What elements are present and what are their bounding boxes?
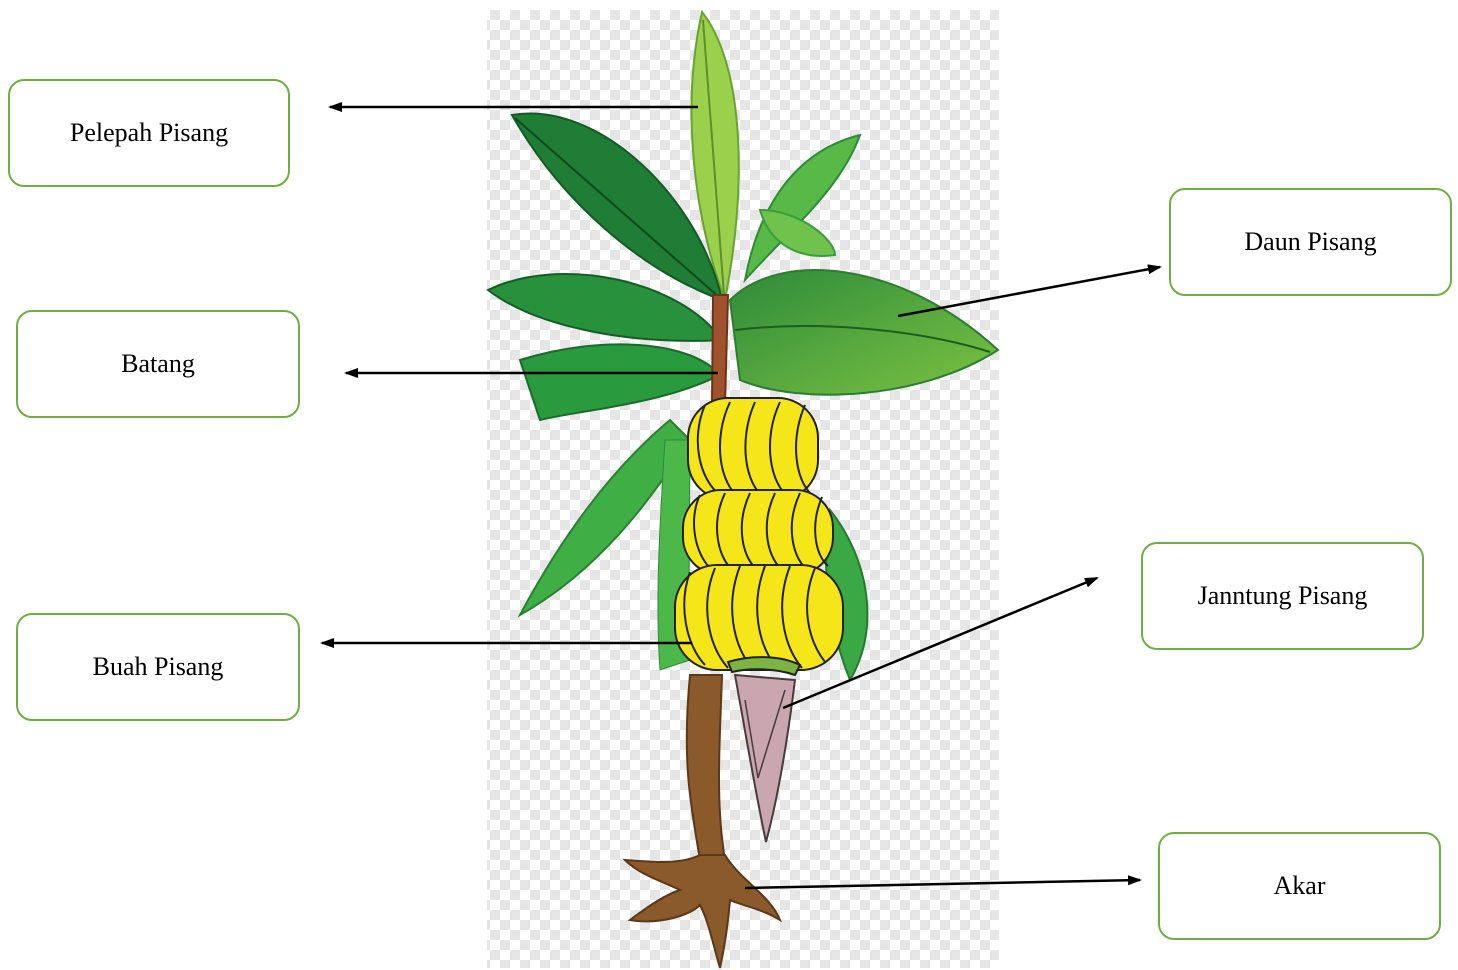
label-pelepah-text: Pelepah Pisang: [70, 118, 228, 148]
banana-bunch: [675, 398, 843, 675]
label-akar: Akar: [1158, 832, 1441, 940]
label-akar-text: Akar: [1274, 871, 1326, 901]
label-buah-text: Buah Pisang: [93, 652, 224, 682]
label-pelepah-pisang: Pelepah Pisang: [8, 79, 290, 187]
label-batang-text: Batang: [121, 349, 195, 379]
label-jantung-pisang: Janntung Pisang: [1141, 542, 1424, 650]
banana-stem: [712, 295, 728, 405]
label-daun-text: Daun Pisang: [1244, 227, 1376, 257]
label-daun-pisang: Daun Pisang: [1169, 188, 1452, 296]
label-buah-pisang: Buah Pisang: [16, 613, 300, 721]
label-batang: Batang: [16, 310, 300, 418]
label-jantung-text: Janntung Pisang: [1198, 581, 1368, 611]
